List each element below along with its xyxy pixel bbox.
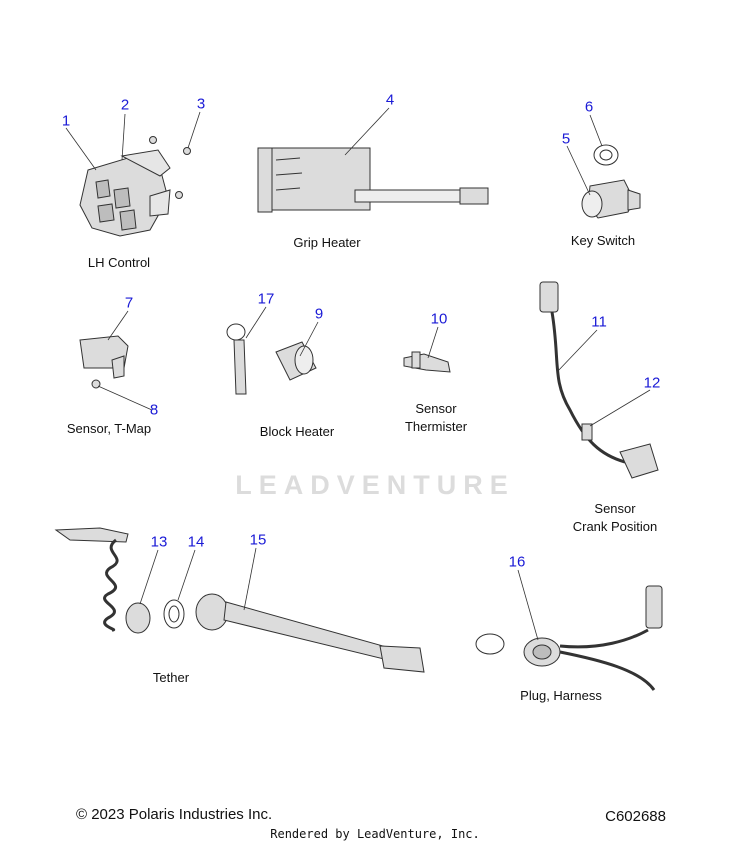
- callout-13: 13: [150, 533, 168, 551]
- copyright-text: © 2023 Polaris Industries Inc.: [76, 806, 273, 823]
- leader-lines: [65, 107, 651, 641]
- label-key-switch: Key Switch: [570, 233, 636, 248]
- grip-heater-part: [257, 147, 489, 213]
- callout-15: 15: [249, 531, 267, 549]
- callout-9: 9: [314, 305, 324, 323]
- label-block-heater: Block Heater: [259, 424, 335, 439]
- watermark: LEADVENTURE: [235, 470, 515, 500]
- tether-part: [54, 527, 425, 673]
- label-plug-harness: Plug, Harness: [520, 688, 602, 703]
- diagram-code: C602688: [605, 808, 666, 825]
- sensor-thermister-part: [403, 351, 451, 373]
- lh-control-part: [79, 136, 191, 237]
- label-sensor-thermister: Sensor Thermister: [405, 400, 467, 436]
- callout-7: 7: [124, 294, 134, 312]
- block-heater-part: [226, 323, 317, 395]
- plug-harness-part: [475, 585, 663, 691]
- label-grip-heater: Grip Heater: [293, 235, 361, 250]
- sensor-tmap-part: [79, 335, 129, 389]
- label-sensor-crank: Sensor Crank Position: [573, 500, 658, 536]
- callout-14: 14: [187, 533, 205, 551]
- callout-17: 17: [257, 290, 275, 308]
- label-lh-control: LH Control: [87, 255, 151, 270]
- callout-3: 3: [196, 95, 206, 113]
- callout-2: 2: [120, 96, 130, 114]
- callout-11: 11: [591, 313, 607, 331]
- label-sensor-thermister-line1: Sensor: [415, 401, 457, 416]
- callout-10: 10: [430, 310, 448, 328]
- rendered-by-text: Rendered by LeadVenture, Inc.: [270, 827, 480, 841]
- label-tether: Tether: [152, 670, 190, 685]
- label-sensor-tmap: Sensor, T-Map: [66, 421, 152, 436]
- label-sensor-crank-line1: Sensor: [594, 501, 636, 516]
- callout-1: 1: [61, 112, 71, 130]
- key-switch-part: [581, 144, 641, 219]
- sensor-crank-part: [539, 281, 659, 479]
- callout-12: 12: [643, 374, 661, 392]
- callout-6: 6: [584, 98, 594, 116]
- callout-16: 16: [508, 553, 526, 571]
- label-sensor-thermister-line2: Thermister: [404, 419, 468, 434]
- callout-8: 8: [149, 401, 159, 419]
- callout-5: 5: [561, 130, 571, 148]
- label-sensor-crank-line2: Crank Position: [572, 519, 658, 534]
- callout-4: 4: [385, 91, 395, 109]
